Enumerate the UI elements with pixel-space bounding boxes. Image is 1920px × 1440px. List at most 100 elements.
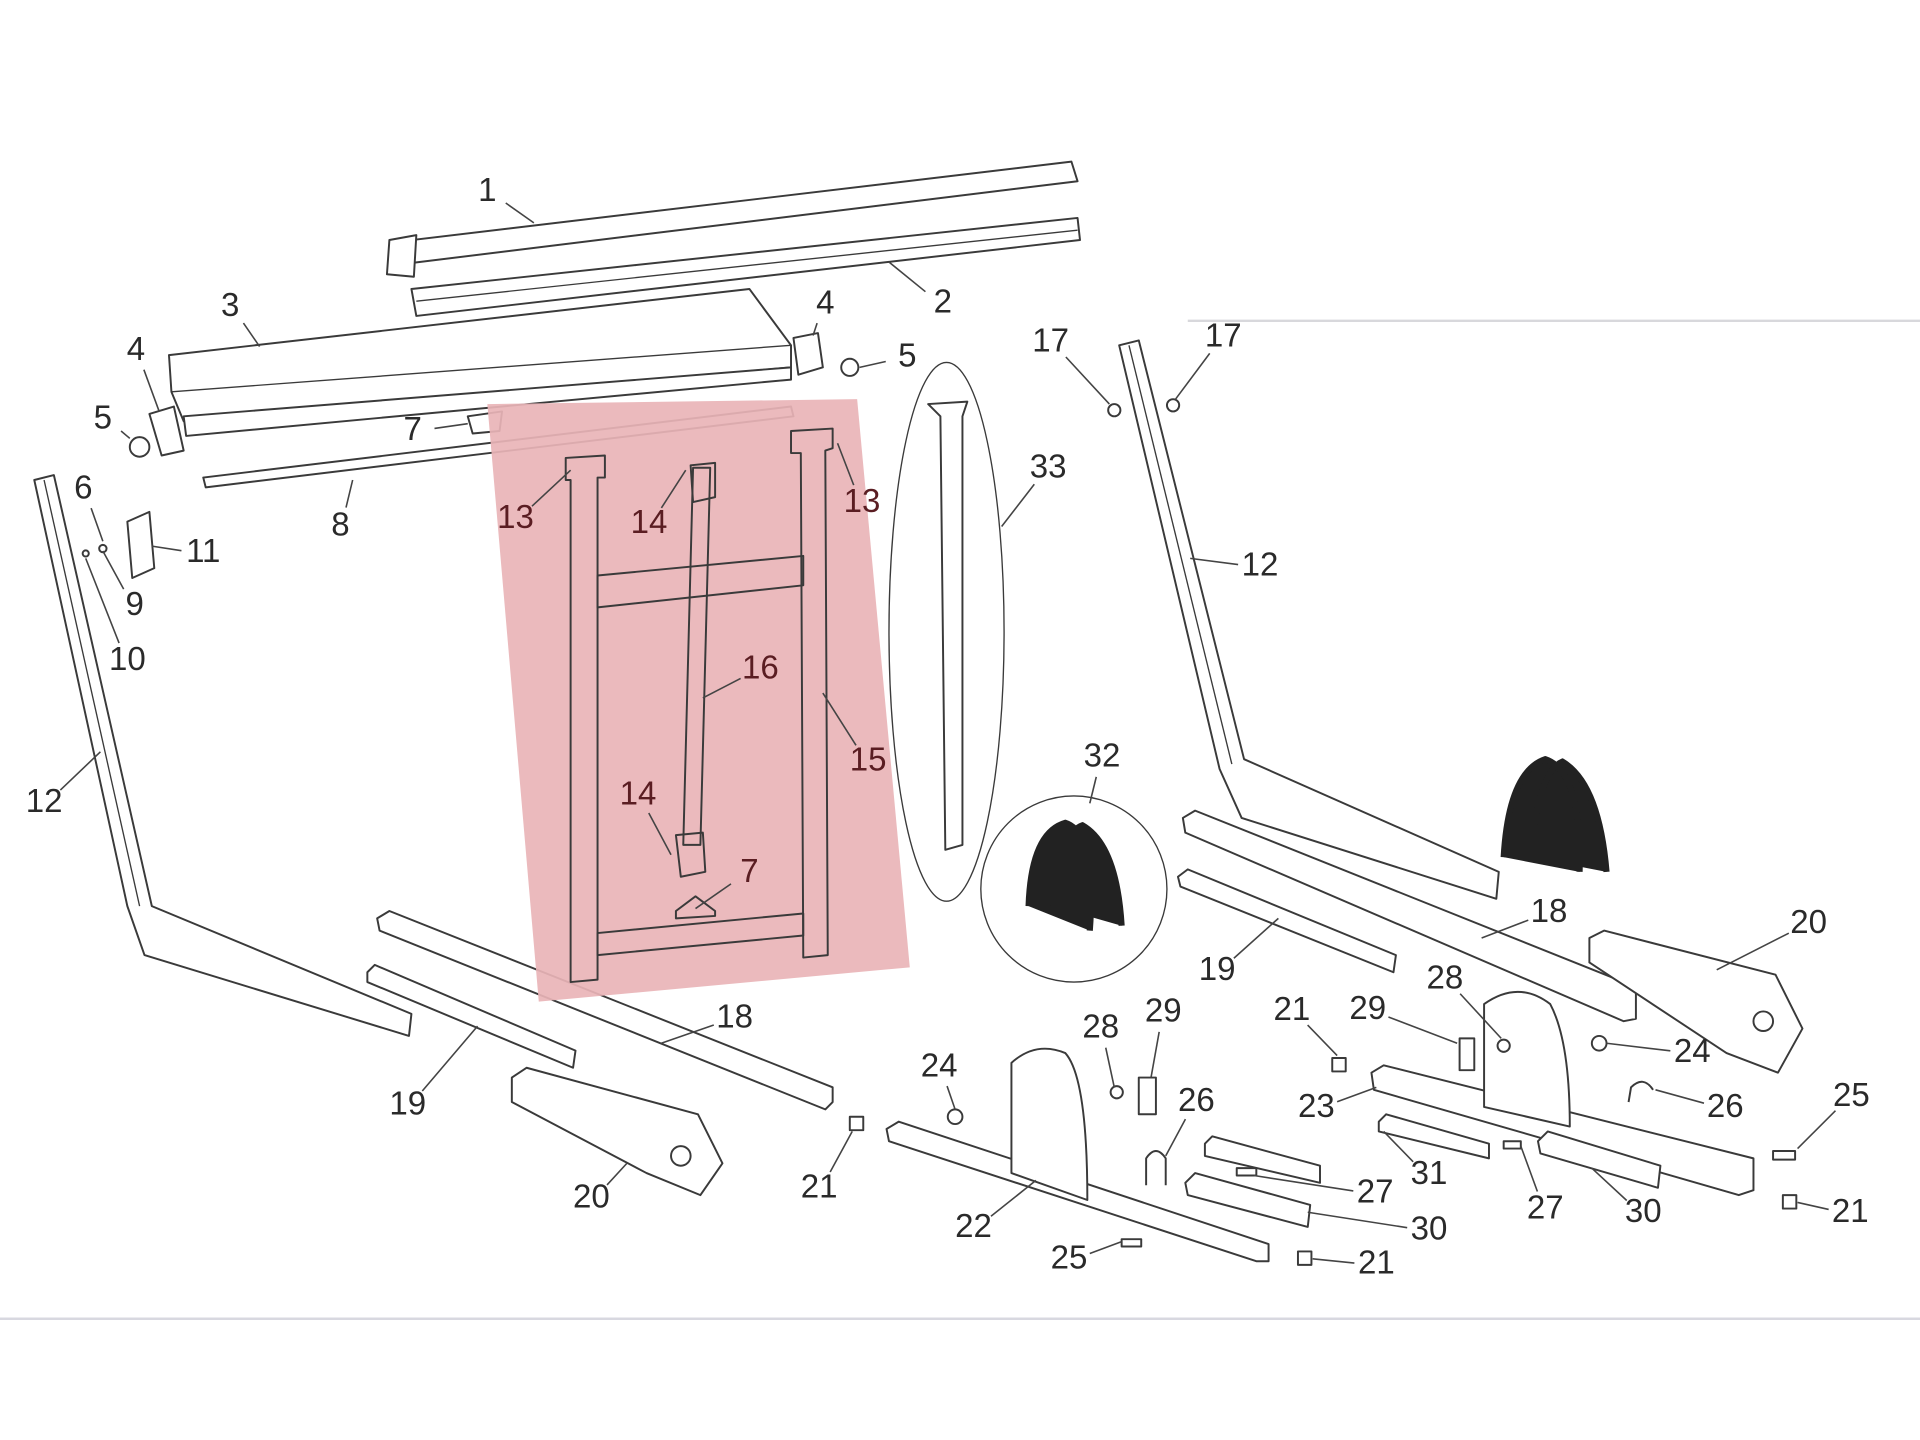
leader-line-12	[59, 751, 101, 791]
leader-line-4	[812, 322, 818, 336]
part-27-pin-left	[1235, 1167, 1258, 1177]
leader-line-16	[702, 677, 741, 699]
callout-28: 28	[1082, 1008, 1119, 1045]
leader-line-23	[1336, 1086, 1377, 1103]
part-25-pin-right	[1772, 1150, 1797, 1161]
part-22-plate	[1010, 1047, 1089, 1201]
part-21-block	[848, 1115, 865, 1132]
part-18-beam-left	[376, 910, 834, 1111]
leader-line-5	[859, 360, 886, 369]
leader-line-31	[1383, 1130, 1414, 1163]
leader-line-2	[888, 261, 926, 293]
leader-line-19	[421, 1025, 479, 1092]
leader-line-27	[1520, 1145, 1539, 1192]
callout-7: 7	[403, 411, 421, 448]
part-28-washer-right	[1496, 1038, 1511, 1053]
part-24-bolt-left	[946, 1108, 964, 1126]
callout-29: 29	[1145, 992, 1182, 1029]
callout-19: 19	[1199, 951, 1236, 988]
callout-23: 23	[1298, 1088, 1335, 1125]
callout-26: 26	[1178, 1082, 1215, 1119]
part-17-nut-left	[1107, 403, 1122, 418]
part-16-strut	[682, 466, 712, 846]
part-15-frame-bottom-bar	[596, 912, 805, 957]
callout-18: 18	[1531, 893, 1568, 930]
callout-16: 16	[742, 650, 779, 687]
part-31-rack-right	[1377, 1113, 1490, 1160]
part-4-bracket-left	[148, 405, 185, 457]
leader-line-19	[1233, 917, 1279, 959]
leader-line-20	[1716, 932, 1790, 971]
callout-14: 14	[620, 776, 657, 813]
callout-9: 9	[125, 586, 143, 623]
part-31-rack-left	[1203, 1135, 1321, 1184]
callout-22: 22	[955, 1208, 992, 1245]
callout-13: 13	[497, 499, 534, 536]
callout-25: 25	[1051, 1240, 1088, 1277]
parts	[33, 160, 1804, 1266]
callout-1: 1	[478, 172, 496, 209]
leader-line-11	[151, 545, 182, 552]
callout-15: 15	[850, 741, 887, 778]
part-25-pin-left	[1120, 1238, 1143, 1248]
part-2-roller	[410, 216, 1081, 317]
callout-7: 7	[740, 853, 758, 890]
part-12-arm-left	[33, 474, 413, 1037]
callout-21: 21	[1358, 1245, 1395, 1282]
part-5-washer-right	[840, 357, 860, 377]
part-15-frame-left-leg	[564, 454, 606, 984]
leader-line-1	[505, 202, 535, 224]
part-32-arc-strips	[1025, 819, 1125, 931]
callout-8: 8	[331, 506, 349, 543]
callout-2: 2	[934, 283, 952, 320]
callout-12: 12	[1242, 547, 1279, 584]
leader-line-8	[345, 479, 354, 508]
leader-line-21	[1797, 1201, 1829, 1211]
leader-line-30	[1591, 1167, 1628, 1202]
part-26-hook-left	[1145, 1150, 1167, 1186]
leader-line-26	[1165, 1118, 1187, 1157]
leader-line-18	[660, 1024, 715, 1045]
leader-line-21	[829, 1131, 853, 1173]
leader-line-18	[1481, 919, 1529, 939]
leader-line-24	[1606, 1042, 1671, 1052]
leader-line-14	[660, 469, 687, 509]
leader-line-27	[1253, 1174, 1354, 1192]
leader-line-21	[1312, 1257, 1355, 1264]
callout-4: 4	[816, 285, 834, 322]
leader-line-29	[1150, 1031, 1160, 1078]
callout-21: 21	[1832, 1193, 1869, 1230]
leader-line-6	[90, 507, 104, 542]
leader-line-3	[242, 322, 261, 347]
callout-13: 13	[844, 483, 881, 520]
part-20-gearbox-right	[1588, 929, 1804, 1074]
leader-line-13	[836, 442, 855, 486]
part-15-frame-top-bar	[596, 554, 805, 609]
leader-lines	[59, 202, 1837, 1264]
callout-30: 30	[1411, 1210, 1448, 1247]
highlighted-parts	[564, 427, 834, 984]
leader-line-24	[946, 1085, 956, 1110]
part-4-bracket-right	[792, 332, 824, 376]
leader-line-20	[606, 1162, 628, 1186]
part-11-bracket	[126, 510, 156, 579]
detail-33-ellipse	[888, 361, 1005, 902]
callout-3: 3	[221, 287, 239, 324]
part-24-bolt-right	[1590, 1034, 1608, 1052]
callout-24: 24	[921, 1047, 958, 1084]
detail-32-circle	[980, 795, 1168, 983]
leader-line-30	[1307, 1211, 1408, 1229]
part-19-cylinder-left	[366, 963, 577, 1069]
leader-line-17	[1174, 352, 1211, 400]
callout-32: 32	[1084, 738, 1121, 775]
leader-line-28	[1459, 993, 1502, 1039]
leader-line-14	[648, 812, 672, 856]
callout-20: 20	[573, 1179, 610, 1216]
callout-25: 25	[1833, 1077, 1870, 1114]
leader-line-5	[120, 430, 131, 439]
callout-33: 33	[1030, 449, 1067, 486]
callout-29: 29	[1349, 990, 1386, 1027]
leader-line-17	[1065, 356, 1110, 405]
